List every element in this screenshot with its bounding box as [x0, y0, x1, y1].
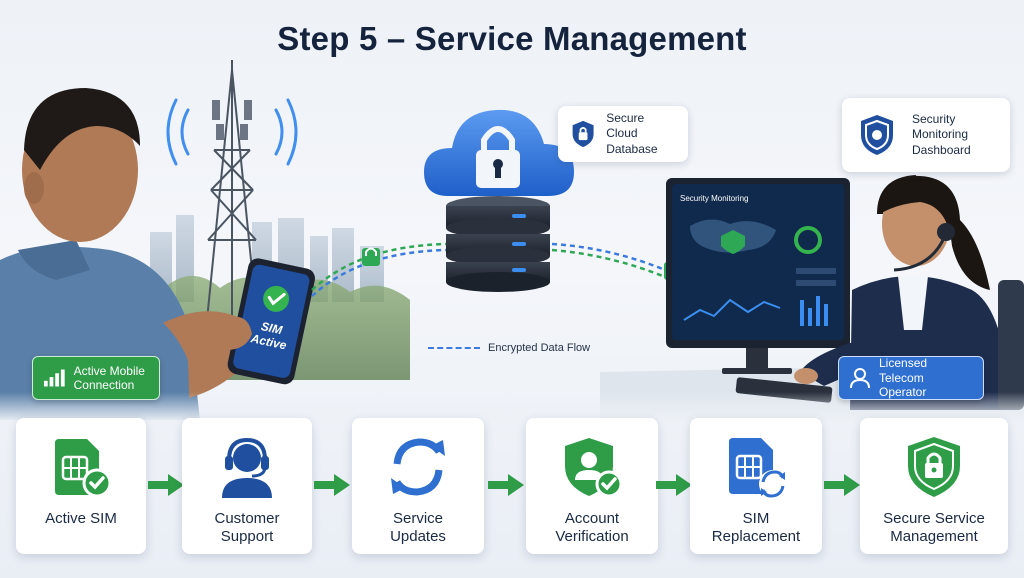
step-active-sim: Active SIM	[16, 418, 146, 554]
arrow-right-icon	[488, 474, 524, 496]
step-service-updates: Service Updates	[352, 418, 484, 554]
shield-lock-icon	[908, 437, 960, 497]
step-secure-service-management: Secure Service Management	[860, 418, 1008, 554]
phone	[227, 258, 315, 385]
database-server-icon	[446, 196, 550, 292]
headset-agent-icon	[222, 437, 272, 498]
user-icon	[850, 368, 870, 389]
security-dashboard-card: Security Monitoring Dashboard	[842, 98, 1010, 172]
step-label: Secure Service Management	[883, 510, 985, 545]
chair	[998, 280, 1024, 410]
step-label: Account Verification	[555, 510, 629, 545]
cloud-database-label: Secure Cloud Database	[606, 110, 658, 156]
refresh-icon	[391, 438, 445, 496]
active-mobile-connection-badge: Active Mobile Connection	[32, 356, 160, 400]
security-dashboard-label: Security Monitoring Dashboard	[912, 111, 971, 157]
licensed-operator-badge: Licensed Telecom Operator	[838, 356, 984, 400]
step-sim-replacement: SIM Replacement	[690, 418, 822, 554]
monitor-header: Security Monitoring	[680, 194, 749, 203]
shield-dashboard-icon	[861, 115, 893, 155]
process-steps: Active SIM Customer Support	[0, 412, 1024, 562]
step-label: Active SIM	[45, 510, 117, 527]
arrow-right-icon	[656, 474, 692, 496]
arrow-right-icon	[148, 474, 184, 496]
cloud-database-card: Secure Cloud Database	[558, 106, 688, 162]
shield-user-check-icon	[565, 438, 623, 498]
active-mobile-connection-label: Active Mobile Connection	[73, 363, 145, 392]
monitor	[666, 178, 850, 374]
sim-swap-icon	[729, 438, 787, 498]
licensed-operator-label: Licensed Telecom Operator	[879, 356, 928, 400]
step-label: SIM Replacement	[711, 510, 801, 545]
step-customer-support: Customer Support	[182, 418, 312, 554]
arrow-right-icon	[824, 474, 860, 496]
cloud-icon	[424, 109, 574, 196]
signal-waves	[166, 98, 298, 166]
shield-lock-icon	[572, 120, 594, 148]
sim-check-icon	[55, 439, 112, 498]
signal-bars-icon	[43, 369, 65, 387]
step-label: Service Updates	[390, 510, 446, 545]
page-title: Step 5 – Service Management	[277, 20, 747, 57]
step-label: Customer Support	[214, 510, 280, 545]
dashed-line-icon	[428, 347, 480, 349]
encrypted-data-flow-legend: Encrypted Data Flow	[428, 342, 590, 354]
arrow-right-icon	[314, 474, 350, 496]
step-account-verification: Account Verification	[526, 418, 658, 554]
cell-tower	[205, 60, 259, 331]
encrypted-data-flow-label: Encrypted Data Flow	[488, 342, 591, 354]
